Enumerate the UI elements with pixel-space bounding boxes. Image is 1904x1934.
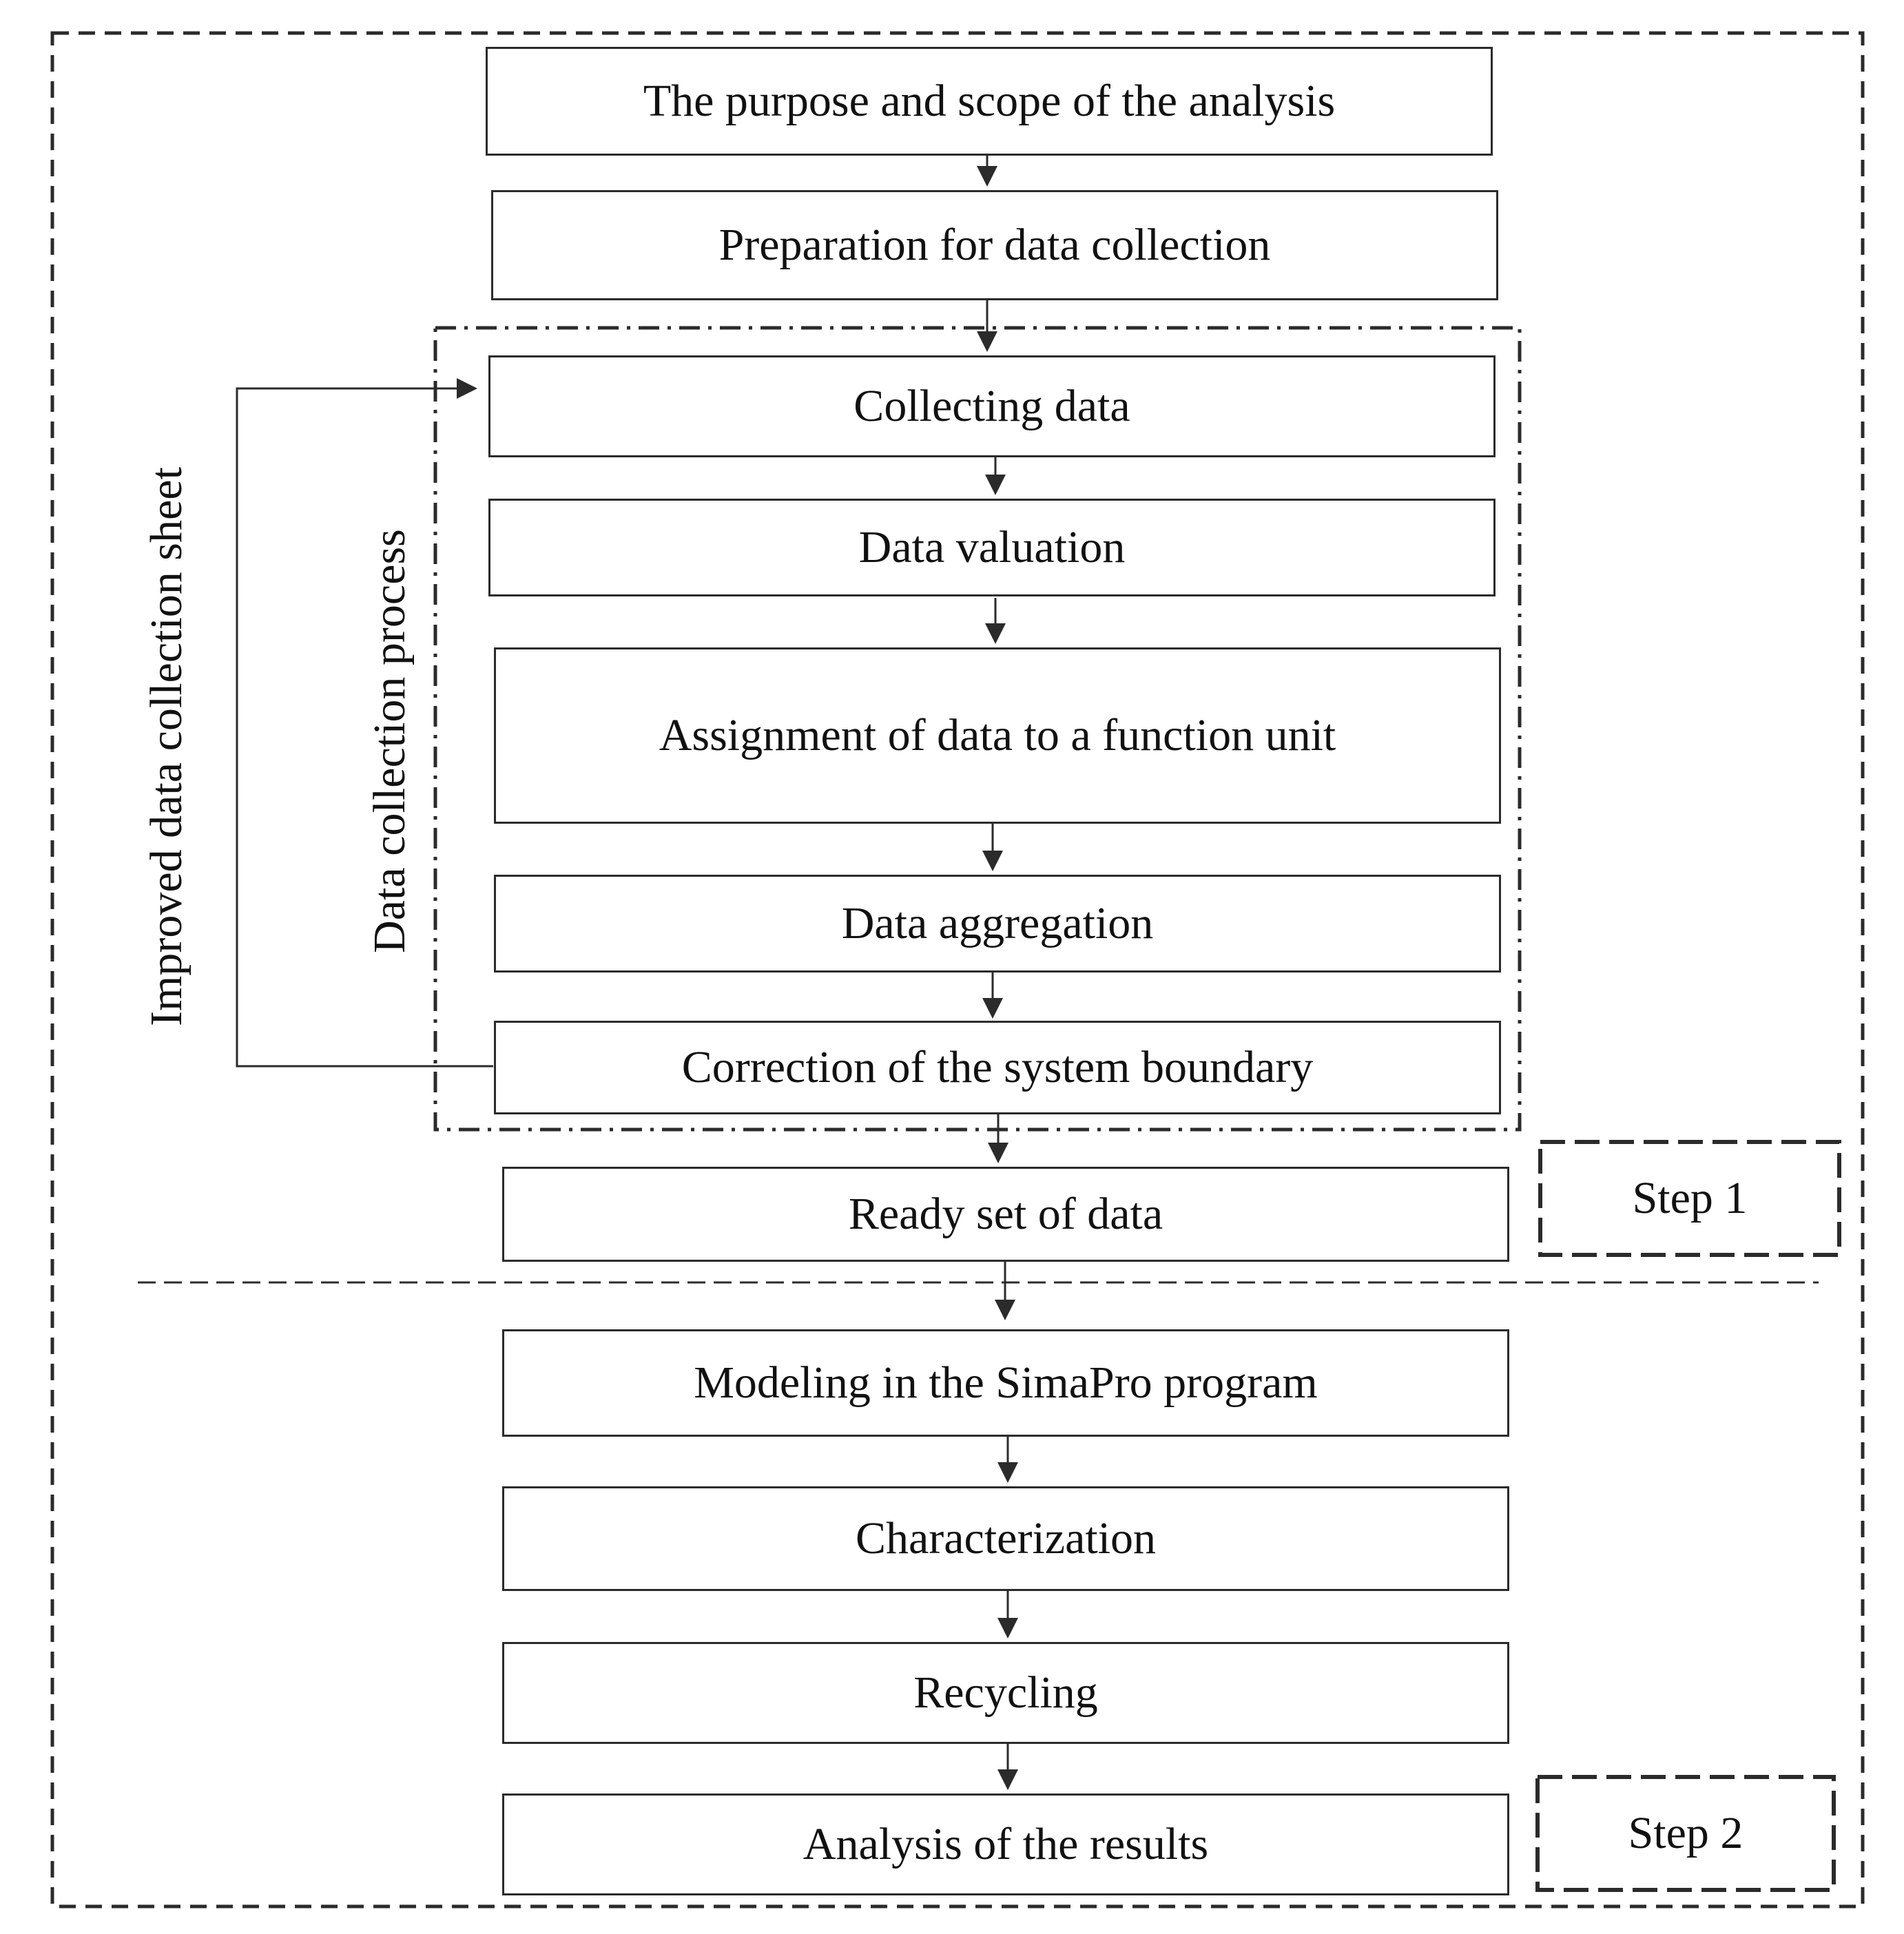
- step2-frame: [1535, 1775, 1836, 1892]
- box-preparation: Preparation for data collection: [491, 190, 1498, 300]
- box-purpose-scope: The purpose and scope of the analysis: [486, 47, 1493, 156]
- box-data-valuation: Data valuation: [488, 499, 1496, 596]
- step1-label: Step 1: [1632, 1173, 1748, 1223]
- box-data-aggregation: Data aggregation: [494, 875, 1501, 973]
- box-characterization: Characterization: [502, 1486, 1509, 1591]
- box-recycling: Recycling: [502, 1642, 1509, 1744]
- box-analysis-results: Analysis of the results: [502, 1793, 1509, 1895]
- box-ready-set: Ready set of data: [502, 1167, 1509, 1262]
- feedback-loop-line: [236, 378, 493, 1068]
- step1-frame: [1538, 1140, 1841, 1257]
- box-simapro: Modeling in the SimaPro program: [502, 1329, 1509, 1437]
- box-collecting-data: Collecting data: [488, 355, 1496, 457]
- box-assignment: Assignment of data to a function unit: [494, 647, 1501, 824]
- step2-label: Step 2: [1628, 1808, 1743, 1858]
- process-label: Data collection process: [364, 529, 415, 953]
- process-frame: [433, 326, 1522, 1132]
- box-correction: Correction of the system boundary: [494, 1021, 1501, 1114]
- feedback-label: Improved data collection sheet: [141, 467, 192, 1026]
- outer-frame: [50, 31, 1865, 1909]
